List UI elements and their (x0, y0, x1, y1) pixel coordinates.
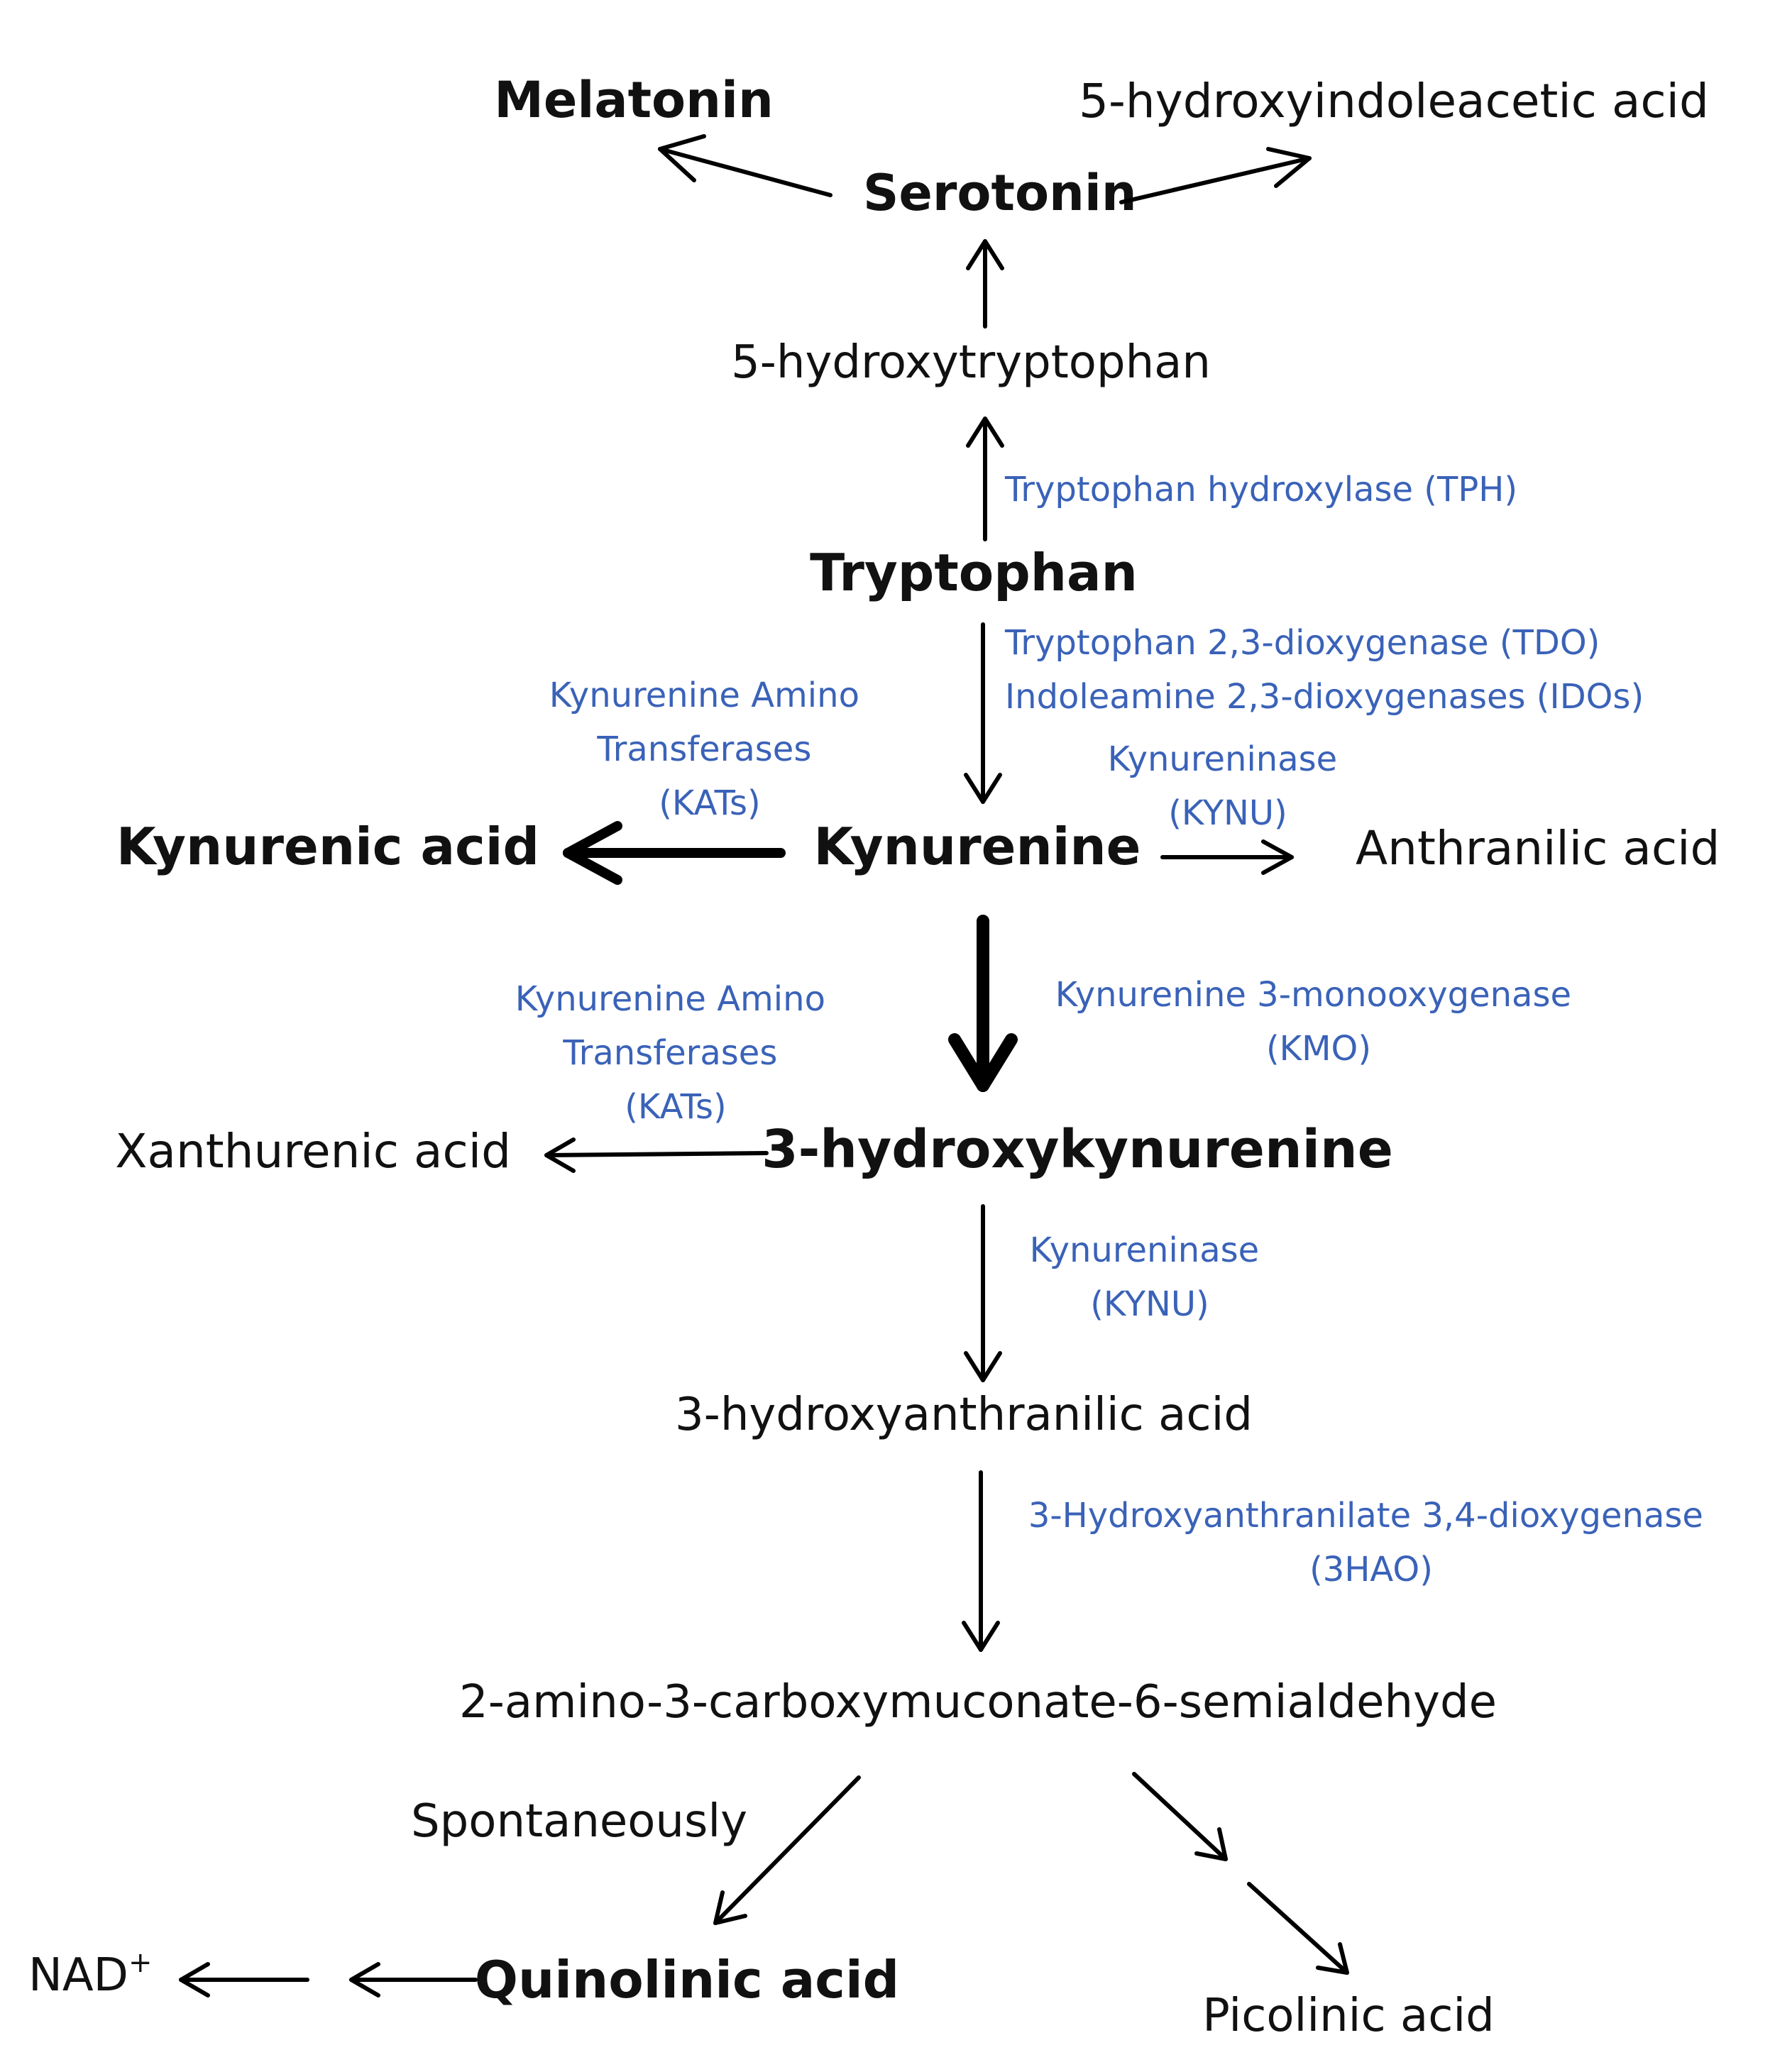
hydroxytryptophan-label: 5-hydroxytryptophan (731, 336, 1211, 389)
htp-to-serotonin-arrow (966, 239, 1004, 329)
kynurenine-to-3hk-arrow (948, 915, 1018, 1092)
kynurenine-to-kynurenic-acid-arrow (563, 821, 786, 885)
kynu-top-enzyme-label: Kynureninase (KYNU) (1108, 739, 1348, 833)
acms-label: 2-amino-3-carboxymuconate-6-semialdehyde (459, 1676, 1497, 1729)
tdo-enzyme-label: Tryptophan 2,3-dioxygenase (TDO) (1004, 623, 1600, 663)
tph-enzyme-label: Tryptophan hydroxylase (TPH) (1004, 470, 1517, 509)
kynurenic-acid-label: Kynurenic acid (116, 817, 539, 876)
kynurenine-label: Kynurenine (813, 817, 1141, 876)
three-hao-enzyme-label: 3-Hydroxyanthranilate 3,4-dioxygenase (3… (1028, 1496, 1714, 1589)
melatonin-label: Melatonin (494, 71, 774, 129)
serotonin-label: Serotonin (863, 164, 1137, 222)
hiaa-label: 5-hydroxyindoleacetic acid (1079, 74, 1709, 128)
serotonin-to-melatonin-arrow (658, 134, 832, 197)
tryptophan-to-kynurenine-arrow (964, 622, 1002, 804)
kats-top-enzyme-label: Kynurenine Amino Transferases (KATs) (549, 676, 870, 823)
serotonin-to-hiaa-arrow (1119, 147, 1312, 204)
kmo-enzyme-label: Kynurenine 3-monooxygenase (KMO) (1055, 975, 1583, 1069)
nad-label: NAD+ (28, 1946, 152, 2002)
tryptophan-to-htp-arrow (966, 417, 1004, 541)
acms-to-quinolinic-acid-arrow (713, 1775, 861, 1925)
three-hydroxyanthranilic-acid-label: 3-hydroxyanthranilic acid (675, 1389, 1253, 1441)
acms-to-picolinic-acid-arrow (1132, 1772, 1349, 1975)
quinolinic-acid-label: Quinolinic acid (475, 1950, 899, 2010)
3hk-to-3haa-arrow (964, 1204, 1002, 1382)
picolinic-acid-label: Picolinic acid (1202, 1990, 1495, 2042)
spontaneously-note: Spontaneously (411, 1795, 747, 1848)
3hk-to-xanthurenic-acid-arrow (544, 1137, 769, 1173)
quinolinic-to-nad-arrow (179, 1962, 478, 1997)
tryptophan-label: Tryptophan (810, 543, 1138, 602)
anthranilic-acid-label: Anthranilic acid (1356, 821, 1720, 876)
3haa-to-acms-arrow (962, 1470, 1000, 1652)
three-hydroxykynurenine-label: 3-hydroxykynurenine (762, 1119, 1393, 1180)
kynurenine-to-anthranilic-acid-arrow (1160, 839, 1294, 875)
idos-enzyme-label: Indoleamine 2,3-dioxygenases (IDOs) (1005, 677, 1644, 717)
kats-bottom-enzyme-label: Kynurenine Amino Transferases (KATs) (515, 979, 836, 1127)
xanthurenic-acid-label: Xanthurenic acid (115, 1124, 511, 1179)
kynu-bottom-enzyme-label: Kynureninase (KYNU) (1030, 1230, 1270, 1324)
